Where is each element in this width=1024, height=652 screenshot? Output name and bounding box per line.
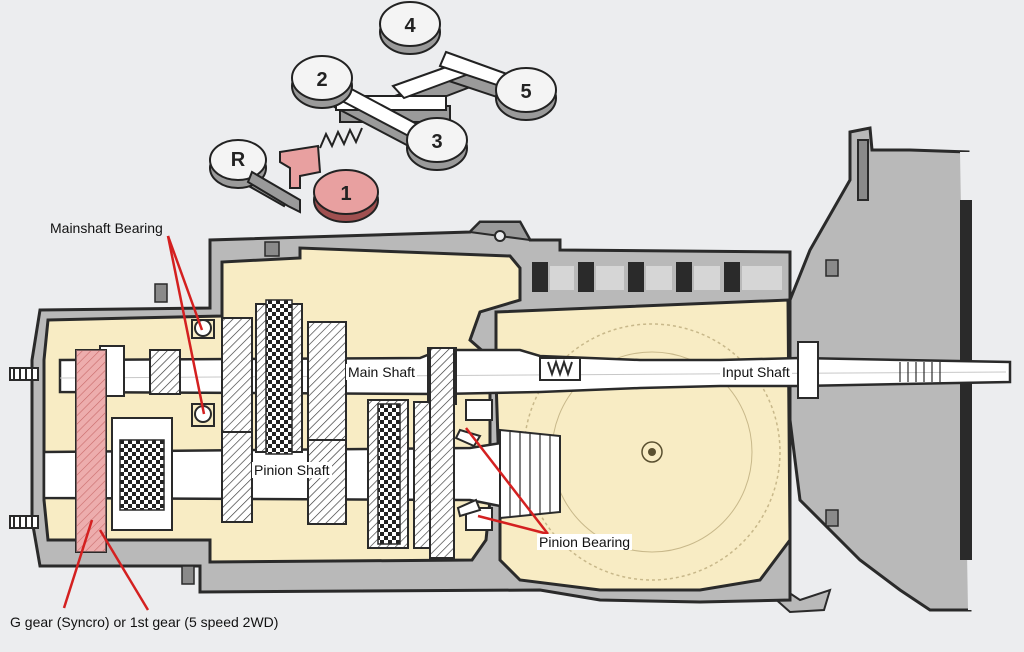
gate-4-label: 4 <box>404 15 416 37</box>
rear-end-bolts <box>9 367 39 529</box>
label-mainshaft-bearing: Mainshaft Bearing <box>50 220 163 236</box>
gate-r-label: R <box>231 149 246 171</box>
label-pinion-shaft: Pinion Shaft <box>252 462 332 478</box>
shift-pattern: R 1 2 3 4 <box>209 1 557 223</box>
gate-1-label: 1 <box>340 183 351 205</box>
gate-5: 5 <box>495 67 557 121</box>
label-pinion-bearing: Pinion Bearing <box>537 534 633 550</box>
pinion-shaft-gears <box>111 347 455 559</box>
label-input-shaft: Input Shaft <box>720 364 792 380</box>
gate-4: 4 <box>379 1 441 55</box>
gate-3: 3 <box>406 117 468 171</box>
g-gear-highlight <box>75 349 107 553</box>
gate-5-label: 5 <box>520 81 531 103</box>
gate-r: R <box>209 139 267 189</box>
detent-spring <box>319 127 363 149</box>
bearings <box>191 319 819 531</box>
gate-1: 1 <box>279 144 379 223</box>
label-g-gear: G gear (Syncro) or 1st gear (5 speed 2WD… <box>10 614 279 630</box>
gate-3-label: 3 <box>431 131 442 153</box>
callout-lines <box>62 235 549 611</box>
gate-2-label: 2 <box>316 69 327 91</box>
label-main-shaft: Main Shaft <box>346 364 417 380</box>
gate-2: 2 <box>291 55 353 109</box>
